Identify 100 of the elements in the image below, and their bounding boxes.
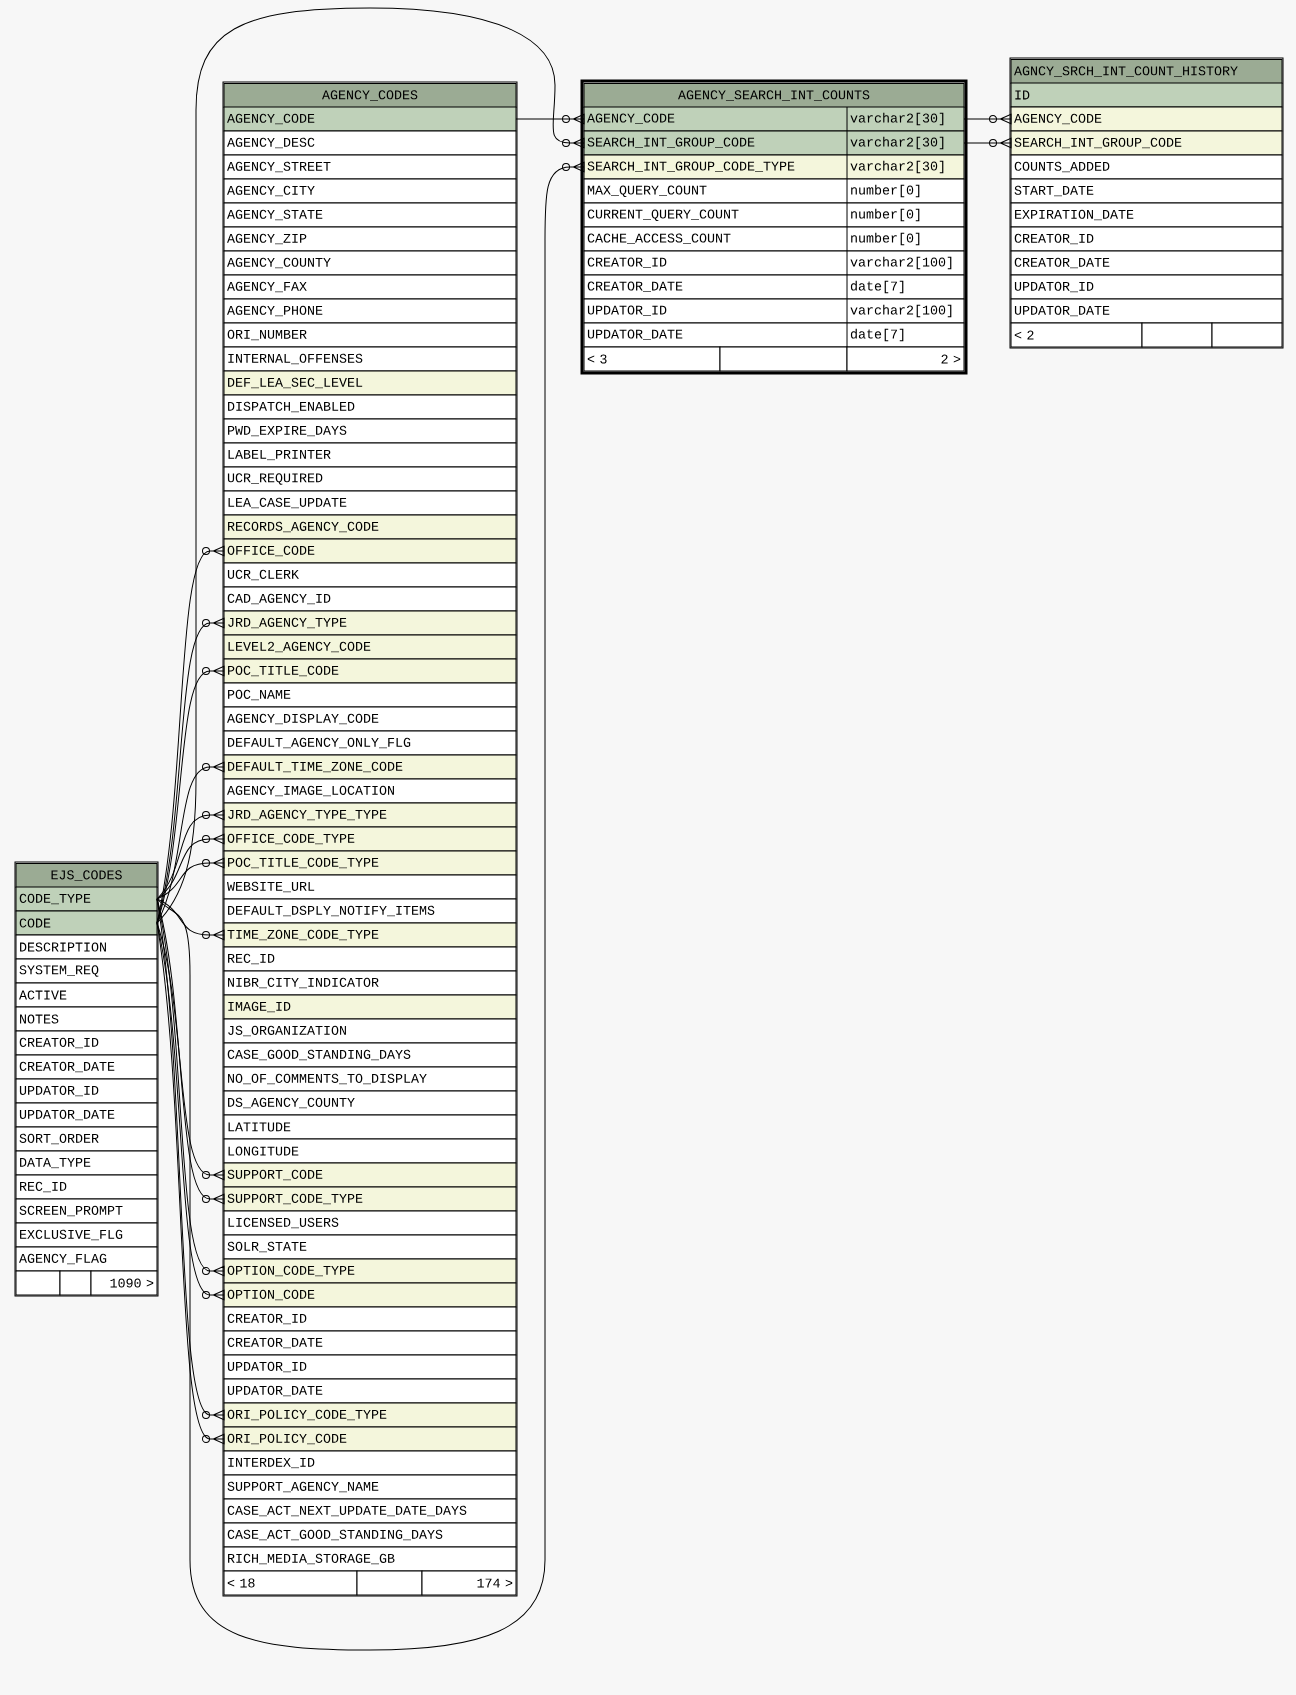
- table-row: CREATOR_ID: [15, 1030, 158, 1056]
- table-row: OFFICE_CODE: [223, 538, 517, 564]
- relationship-line: [156, 857, 225, 900]
- table-row: AGENCY_CODE: [1010, 106, 1283, 132]
- footer-cell: [59, 1270, 92, 1296]
- table-row: DESCRIPTION: [15, 934, 158, 960]
- footer-cell: < 3: [583, 346, 721, 372]
- table-row: LABEL_PRINTER: [223, 442, 517, 468]
- table-row: ORI_NUMBER: [223, 322, 517, 348]
- table-row: REC_ID: [223, 946, 517, 972]
- footer-cell: 2 >: [846, 346, 965, 372]
- table-row: COUNTS_ADDED: [1010, 154, 1283, 180]
- table-row: RECORDS_AGENCY_CODE: [223, 514, 517, 540]
- relationship-line: [156, 898, 225, 941]
- table-row: AGENCY_CODE varchar2[30]: [583, 106, 965, 132]
- table-row: SUPPORT_CODE_TYPE: [223, 1186, 517, 1212]
- table-row: START_DATE: [1010, 178, 1283, 204]
- table-row: DEF_LEA_SEC_LEVEL: [223, 370, 517, 396]
- table-row: LEA_CASE_UPDATE: [223, 490, 517, 516]
- relationship-line: [156, 7, 585, 924]
- relationship-line: [156, 161, 585, 1651]
- table-row: CREATOR_ID: [1010, 226, 1283, 252]
- table-row: CASE_ACT_NEXT_UPDATE_DATE_DAYS: [223, 1498, 517, 1524]
- table-row: SEARCH_INT_GROUP_CODE: [1010, 130, 1283, 156]
- table-row: LATITUDE: [223, 1114, 517, 1140]
- table-row: SUPPORT_CODE: [223, 1162, 517, 1188]
- table-row: UPDATOR_DATE: [223, 1378, 517, 1404]
- table-row: POC_TITLE_CODE: [223, 658, 517, 684]
- relationship-line: [156, 809, 225, 900]
- footer-cell: [719, 346, 848, 372]
- table-row: AGENCY_IMAGE_LOCATION: [223, 778, 517, 804]
- table-row: IMAGE_ID: [223, 994, 517, 1020]
- table-row: SCREEN_PROMPT: [15, 1198, 158, 1224]
- table-row: AGENCY_DESC: [223, 130, 517, 156]
- table-row: MAX_QUERY_COUNT number[0]: [583, 178, 965, 204]
- table-row: LEVEL2_AGENCY_CODE: [223, 634, 517, 660]
- relationship-line: [156, 833, 225, 900]
- table-row: LICENSED_USERS: [223, 1210, 517, 1236]
- relationship-line: [156, 761, 225, 924]
- table-row: DEFAULT_TIME_ZONE_CODE: [223, 754, 517, 780]
- table-row: CREATOR_DATE: [223, 1330, 517, 1356]
- table-row: NOTES: [15, 1006, 158, 1032]
- table-row: OFFICE_CODE_TYPE: [223, 826, 517, 852]
- table-row: CREATOR_DATE: [1010, 250, 1283, 276]
- table-row: AGENCY_COUNTY: [223, 250, 517, 276]
- table-row: UCR_CLERK: [223, 562, 517, 588]
- table-row: ORI_POLICY_CODE_TYPE: [223, 1402, 517, 1428]
- table-row: CASE_GOOD_STANDING_DAYS: [223, 1042, 517, 1068]
- table-row: AGENCY_STATE: [223, 202, 517, 228]
- table-row: EXCLUSIVE_FLG: [15, 1222, 158, 1248]
- table-row: CREATOR_ID varchar2[100]: [583, 250, 965, 276]
- table-row: SYSTEM_REQ: [15, 958, 158, 984]
- table-row: AGENCY_CITY: [223, 178, 517, 204]
- table-row: SOLR_STATE: [223, 1234, 517, 1260]
- table-row: EXPIRATION_DATE: [1010, 202, 1283, 228]
- table-row: ID: [1010, 82, 1283, 108]
- table-row: OPTION_CODE_TYPE: [223, 1258, 517, 1284]
- table-row: JRD_AGENCY_TYPE: [223, 610, 517, 636]
- table-row: AGENCY_CODE: [223, 106, 517, 132]
- footer-cell: [1141, 322, 1213, 348]
- table-row: AGENCY_STREET: [223, 154, 517, 180]
- table-row: CREATOR_DATE date[7]: [583, 274, 965, 300]
- table-row: DS_AGENCY_COUNTY: [223, 1090, 517, 1116]
- table-row: CAD_AGENCY_ID: [223, 586, 517, 612]
- table-row: UPDATOR_ID: [1010, 274, 1283, 300]
- table-row: DEFAULT_AGENCY_ONLY_FLG: [223, 730, 517, 756]
- table-row: UPDATOR_ID varchar2[100]: [583, 298, 965, 324]
- table-row: TIME_ZONE_CODE_TYPE: [223, 922, 517, 948]
- table-row: CACHE_ACCESS_COUNT number[0]: [583, 226, 965, 252]
- table-row: LONGITUDE: [223, 1138, 517, 1164]
- table-row: NO_OF_COMMENTS_TO_DISPLAY: [223, 1066, 517, 1092]
- table-row: SUPPORT_AGENCY_NAME: [223, 1474, 517, 1500]
- table-row: CREATOR_ID: [223, 1306, 517, 1332]
- table-row: JS_ORGANIZATION: [223, 1018, 517, 1044]
- footer-cell: < 2: [1010, 322, 1143, 348]
- table-row: AGENCY_FAX: [223, 274, 517, 300]
- relationship-line: [515, 113, 585, 125]
- table-row: CASE_ACT_GOOD_STANDING_DAYS: [223, 1522, 517, 1548]
- table-row: UPDATOR_ID: [15, 1078, 158, 1104]
- table-row: AGENCY_PHONE: [223, 298, 517, 324]
- table-row: CODE_TYPE: [15, 886, 158, 912]
- table-row: UPDATOR_DATE: [15, 1102, 158, 1128]
- table-row: SEARCH_INT_GROUP_CODE varchar2[30]: [583, 130, 965, 156]
- footer-cell: [356, 1570, 423, 1596]
- table-row: SEARCH_INT_GROUP_CODE_TYPE varchar2[30]: [583, 154, 965, 180]
- table-row: NIBR_CITY_INDICATOR: [223, 970, 517, 996]
- table-row: PWD_EXPIRE_DAYS: [223, 418, 517, 444]
- table-row: WEBSITE_URL: [223, 874, 517, 900]
- table-row: POC_TITLE_CODE_TYPE: [223, 850, 517, 876]
- relationship-line: [156, 665, 225, 924]
- table-row: CURRENT_QUERY_COUNT number[0]: [583, 202, 965, 228]
- table-row: AGENCY_DISPLAY_CODE: [223, 706, 517, 732]
- table-row: UPDATOR_ID: [223, 1354, 517, 1380]
- table-row: INTERDEX_ID: [223, 1450, 517, 1476]
- footer-cell: [1211, 322, 1283, 348]
- table-row: CODE: [15, 910, 158, 936]
- table-row: ACTIVE: [15, 982, 158, 1008]
- footer-cell: 174 >: [421, 1570, 517, 1596]
- table-row: CREATOR_DATE: [15, 1054, 158, 1080]
- table-row: SORT_ORDER: [15, 1126, 158, 1152]
